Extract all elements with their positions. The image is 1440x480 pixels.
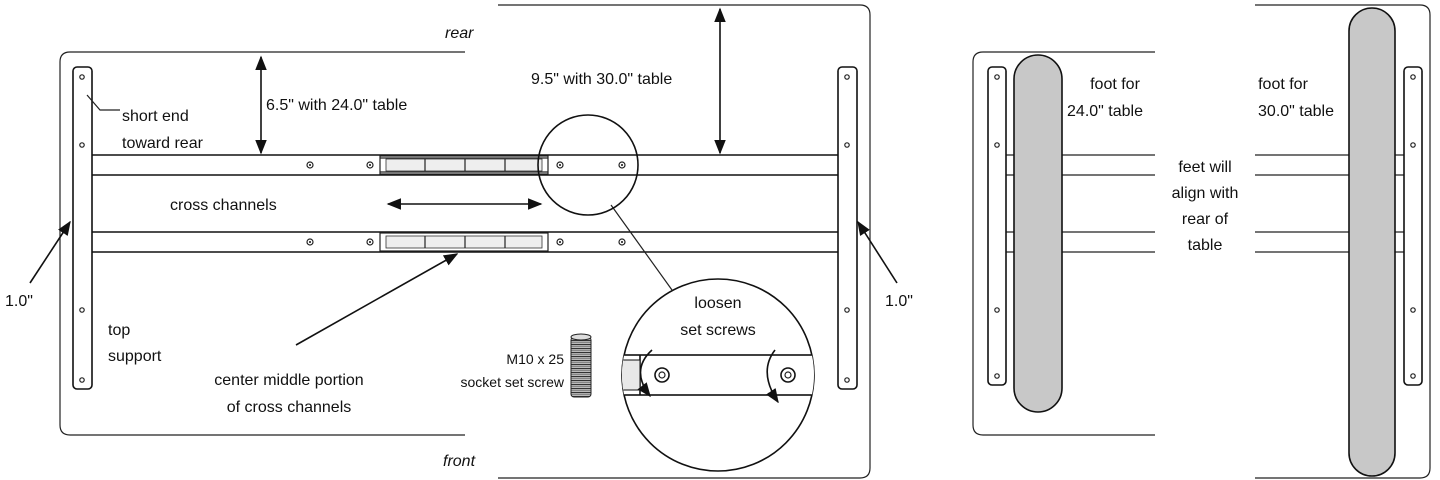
- right-diagram: foot for 24.0" table foot for 30.0" tabl…: [972, 4, 1431, 479]
- right-offset-leader: [857, 220, 898, 284]
- cross-channel-lower: [92, 231, 838, 253]
- screw-label-2: socket set screw: [461, 374, 565, 390]
- top-support-right: [837, 66, 858, 390]
- left-diagram: rear front 6.5" with 24.0" table 9.5" wi…: [5, 4, 913, 479]
- short-end-leader: [86, 94, 120, 111]
- detail-circle: [537, 114, 639, 216]
- right-offset-label: 1.0": [885, 293, 913, 310]
- cross-channel-upper: [92, 154, 838, 176]
- top-support-label-2: support: [108, 348, 162, 365]
- loosen-arrow-right: [766, 349, 779, 404]
- foot-24: [1013, 54, 1063, 413]
- center-leader: [295, 253, 459, 346]
- foot-30-label-2: 30.0" table: [1258, 103, 1334, 120]
- right-tabletop-30-outline: [1255, 4, 1431, 479]
- loosen-label-2: set screws: [680, 322, 756, 339]
- right-top-support-left: [987, 66, 1007, 386]
- magnifier-leader: [610, 204, 673, 291]
- screw-label-1: M10 x 25: [506, 351, 564, 367]
- left-offset-leader: [29, 220, 71, 284]
- dim-30-label: 9.5" with 30.0" table: [531, 71, 672, 88]
- dim-24-label: 6.5" with 24.0" table: [266, 97, 407, 114]
- foot-24-label-1: foot for: [1090, 76, 1140, 93]
- short-end-label-2: toward rear: [122, 135, 204, 152]
- tabletop-24-outline: [59, 51, 465, 436]
- rear-label: rear: [445, 25, 474, 42]
- top-support-label-1: top: [108, 322, 130, 339]
- top-support-left: [72, 66, 93, 390]
- align-label-4: table: [1188, 237, 1223, 254]
- foot-30: [1348, 7, 1396, 477]
- align-label-2: align with: [1172, 185, 1239, 202]
- center-label-1: center middle portion: [214, 372, 363, 389]
- center-label-2: of cross channels: [227, 399, 352, 416]
- front-label: front: [443, 453, 476, 470]
- right-tabletop-24-outline: [972, 51, 1155, 436]
- align-label-3: rear of: [1182, 211, 1229, 228]
- right-top-support-right: [1403, 66, 1423, 386]
- foot-30-label-1: foot for: [1258, 76, 1308, 93]
- short-end-label-1: short end: [122, 108, 189, 125]
- align-label-1: feet will: [1178, 159, 1231, 176]
- magnifier-detail: [621, 278, 815, 472]
- left-offset-label: 1.0": [5, 293, 33, 310]
- loosen-label-1: loosen: [694, 295, 741, 312]
- socket-set-screw-icon: [570, 333, 592, 398]
- loosen-arrow-left: [637, 349, 653, 398]
- cross-channels-label: cross channels: [170, 197, 277, 214]
- foot-24-label-2: 24.0" table: [1067, 103, 1143, 120]
